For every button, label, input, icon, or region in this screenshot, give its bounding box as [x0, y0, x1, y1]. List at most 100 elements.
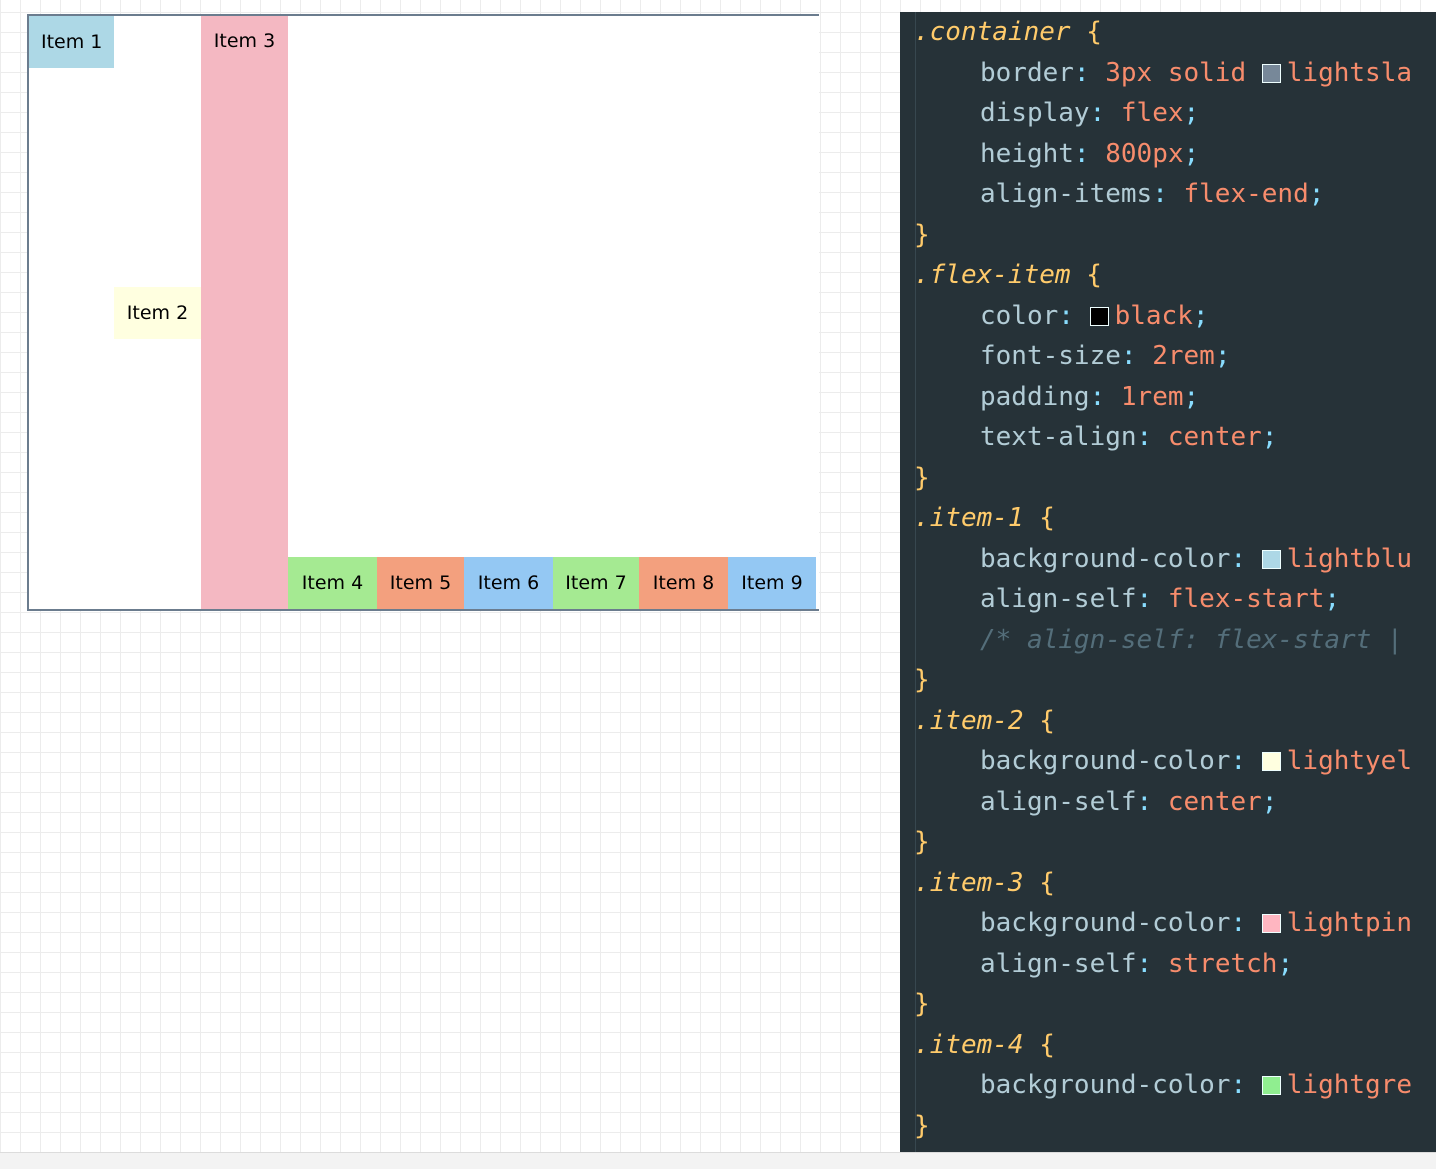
css-property: align-self	[980, 948, 1137, 979]
color-swatch-icon[interactable]	[1261, 63, 1281, 83]
colon: :	[1120, 341, 1153, 371]
code-line: align-self: flex-start;	[914, 579, 1418, 620]
css-color-value: lightsla	[1286, 57, 1413, 88]
color-swatch-icon[interactable]	[1261, 752, 1281, 771]
css-value: 2rem	[1152, 341, 1215, 371]
css-property: border	[980, 57, 1074, 88]
css-property: text-align	[980, 422, 1137, 452]
code-line: background-color: lightgre	[914, 1065, 1418, 1106]
css-property: align-self	[980, 786, 1137, 817]
code-line: border: 3px solid lightsla	[914, 53, 1418, 94]
css-property: background-color	[980, 543, 1231, 574]
css-value: flex	[1120, 98, 1184, 128]
semicolon: ;	[1214, 341, 1231, 371]
code-line: }	[914, 1106, 1418, 1147]
code-line: display: flex;	[914, 93, 1418, 134]
open-brace: {	[1023, 705, 1055, 736]
css-selector: .container	[914, 17, 1071, 47]
color-swatch-icon[interactable]	[1261, 549, 1281, 569]
color-swatch-icon[interactable]	[1261, 914, 1281, 933]
open-brace: {	[1023, 867, 1055, 898]
css-value: flex-start	[1167, 584, 1325, 614]
code-line: .item-4 {	[914, 1025, 1418, 1066]
code-line: font-size: 2rem;	[914, 336, 1418, 377]
close-brace: }	[914, 989, 930, 1019]
open-brace: {	[1070, 260, 1102, 290]
close-brace: }	[914, 462, 930, 493]
close-brace: }	[914, 219, 930, 250]
code-line: background-color: lightyel	[914, 741, 1418, 782]
color-swatch-icon[interactable]	[1261, 1076, 1281, 1095]
flex-item-8: Item 8	[639, 557, 728, 609]
semicolon: ;	[1261, 786, 1278, 817]
css-value: center	[1167, 422, 1262, 452]
css-value: 3px solid	[1105, 57, 1262, 88]
css-selector: .item-4	[914, 1029, 1024, 1060]
open-brace: {	[1070, 17, 1102, 47]
css-value: center	[1167, 786, 1262, 817]
css-color-value: lightblu	[1286, 543, 1412, 574]
colon: :	[1136, 422, 1168, 452]
code-line: text-align: center;	[914, 417, 1418, 458]
code-line: .item-1 {	[914, 498, 1418, 539]
css-comment: /* align-self: flex-start |	[980, 624, 1419, 655]
code-line: .item-3 {	[914, 863, 1418, 904]
colon: :	[1230, 543, 1262, 574]
color-swatch-icon[interactable]	[1089, 306, 1109, 326]
semicolon: ;	[1183, 138, 1200, 169]
css-property: height	[980, 138, 1074, 169]
code-line: color: black;	[914, 296, 1418, 337]
colon: :	[1089, 98, 1121, 128]
flex-item-5: Item 5	[377, 557, 464, 609]
css-color-value: lightyel	[1286, 746, 1412, 776]
colon: :	[1136, 584, 1168, 614]
code-line: }	[914, 215, 1418, 256]
css-color-value: lightpin	[1286, 908, 1412, 938]
open-brace: {	[1023, 1029, 1055, 1060]
flex-item-6: Item 6	[464, 557, 553, 609]
flex-item-1: Item 1	[29, 16, 114, 68]
close-brace: }	[914, 1110, 930, 1141]
colon: :	[1136, 786, 1168, 817]
close-brace: }	[914, 827, 930, 857]
code-line: align-self: stretch;	[914, 944, 1418, 985]
code-line: padding: 1rem;	[914, 377, 1418, 418]
css-property: background-color	[980, 908, 1231, 938]
colon: :	[1058, 300, 1090, 331]
colon: :	[1230, 1070, 1262, 1100]
css-selector: .flex-item	[914, 260, 1071, 290]
code-line: }	[914, 822, 1418, 863]
code-line: background-color: lightpin	[914, 903, 1418, 944]
css-selector: .item-2	[914, 705, 1024, 736]
colon: :	[1230, 746, 1262, 776]
css-value: stretch	[1167, 948, 1278, 979]
flex-item-7: Item 7	[553, 557, 639, 609]
semicolon: ;	[1183, 98, 1200, 128]
code-line: .container {	[914, 12, 1418, 53]
flex-item-4: Item 4	[288, 557, 377, 609]
semicolon: ;	[1308, 179, 1325, 209]
css-property: align-items	[980, 179, 1153, 209]
semicolon: ;	[1183, 381, 1200, 412]
code-line: align-self: center;	[914, 782, 1418, 823]
colon: :	[1073, 57, 1106, 88]
code-line: /* align-self: flex-start |	[914, 620, 1418, 661]
open-brace: {	[1023, 503, 1055, 533]
code-line: }	[914, 984, 1418, 1025]
semicolon: ;	[1192, 300, 1209, 331]
semicolon: ;	[1324, 584, 1341, 614]
bottom-scrollbar[interactable]	[0, 1152, 1436, 1169]
css-value: flex-end	[1183, 179, 1309, 209]
colon: :	[1136, 948, 1168, 979]
colon: :	[1089, 381, 1121, 412]
css-value: 800px	[1105, 138, 1184, 169]
flex-item-3: Item 3	[201, 16, 288, 609]
code-line: .item-2 {	[914, 701, 1418, 742]
code-line: height: 800px;	[914, 134, 1418, 175]
css-color-value: black	[1114, 300, 1193, 331]
css-value: 1rem	[1120, 381, 1184, 412]
css-property: color	[980, 300, 1059, 331]
code-line: background-color: lightblu	[914, 539, 1418, 580]
